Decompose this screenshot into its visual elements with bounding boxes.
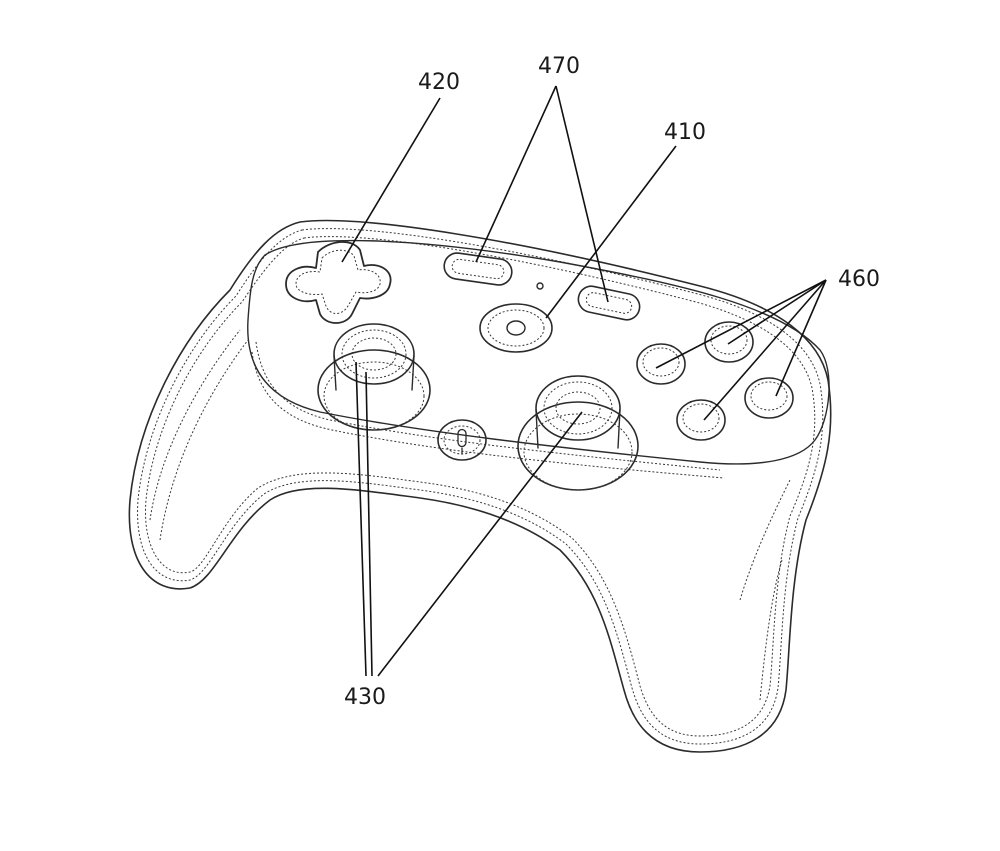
left-joystick xyxy=(317,323,431,431)
label-460: 460 xyxy=(838,267,880,292)
leader-410 xyxy=(545,145,677,319)
leader-430-left-2 xyxy=(365,371,373,677)
menu-button-left xyxy=(443,252,513,286)
face-button-top xyxy=(704,321,754,363)
face-button-left xyxy=(636,343,686,385)
label-410: 410 xyxy=(664,120,706,145)
center-button xyxy=(479,303,553,353)
leader-460-a xyxy=(655,279,827,369)
label-470: 470 xyxy=(538,54,580,79)
leader-460-b xyxy=(727,279,827,345)
label-430: 430 xyxy=(344,685,386,710)
leader-lines xyxy=(341,85,827,677)
label-420: 420 xyxy=(418,70,460,95)
leader-430-left xyxy=(355,361,367,677)
right-joystick xyxy=(517,375,639,491)
microphone-button xyxy=(437,419,487,461)
face-button-right xyxy=(744,377,794,419)
leader-420 xyxy=(341,97,441,263)
leader-460-d xyxy=(775,279,827,397)
indicator-led xyxy=(536,282,544,290)
dpad xyxy=(285,241,392,324)
controller-body xyxy=(128,219,832,753)
face-button-bottom xyxy=(676,399,726,441)
leader-460-c xyxy=(703,279,827,421)
menu-button-right xyxy=(577,285,641,321)
leader-430-right xyxy=(377,411,583,677)
reference-labels: 420 470 410 460 430 xyxy=(344,54,880,710)
leader-470-left xyxy=(475,85,557,263)
leader-470-right xyxy=(555,85,609,303)
